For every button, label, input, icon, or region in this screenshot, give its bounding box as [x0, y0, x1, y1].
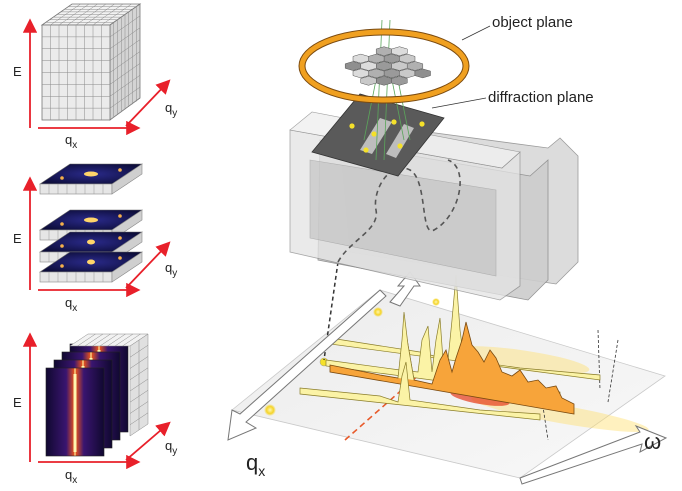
hex-cell [352, 68, 369, 79]
hex-lattice [344, 46, 431, 86]
panel1-axis-e: E [13, 64, 22, 79]
plate-spot [264, 404, 276, 416]
diffraction-slit [386, 124, 414, 158]
slab [39, 251, 143, 283]
diffraction-plane-label: diffraction plane [488, 89, 594, 106]
hex-cell [399, 53, 416, 64]
panel-axis-set [22, 18, 171, 136]
main-axes [227, 271, 668, 485]
plate-spot [432, 298, 440, 306]
object-plane [298, 28, 470, 104]
plate-spot [373, 307, 383, 317]
panel-axes [22, 18, 171, 470]
panel-axis-set [22, 332, 171, 470]
qy-axis [125, 421, 171, 461]
hex-cell [399, 68, 416, 79]
hex-cell [360, 61, 377, 71]
qy-axis [125, 241, 171, 289]
slice-cube-frame [69, 333, 149, 437]
hex-cell [383, 53, 400, 64]
detector-stack [289, 111, 579, 301]
diffraction-spot [349, 123, 355, 129]
panel-slabs [39, 163, 143, 283]
panel-cube [40, 3, 142, 121]
hex-cell [391, 76, 408, 86]
hex-cell [360, 76, 377, 86]
hex-cell [375, 76, 393, 86]
spectra [299, 274, 601, 421]
hex-cell [391, 61, 408, 71]
diffraction-spot [397, 143, 403, 149]
panel3-axis-qy: qy [165, 438, 177, 457]
diffraction-spot [363, 147, 369, 153]
panel3-axis-e: E [13, 395, 22, 410]
panel2-axis-qy: qy [165, 260, 177, 279]
hex-cell [383, 68, 400, 79]
panel-axis-set [22, 176, 171, 298]
main-axis-qx: qx [246, 450, 265, 479]
hex-cell [406, 61, 424, 71]
diffraction-plane [311, 93, 445, 177]
panel-slices [45, 333, 149, 457]
cube-grid [42, 3, 141, 120]
hex-cell [368, 53, 385, 64]
omega-axis-arrow [519, 424, 668, 485]
panel2-axis-qx: qx [65, 295, 77, 314]
hex-cell [391, 46, 408, 56]
slab [39, 163, 143, 195]
hex-cell [414, 68, 431, 79]
hex-cell [375, 46, 393, 56]
panel3-axis-qx: qx [65, 467, 77, 486]
diffraction-spot [371, 131, 377, 137]
diffraction-slit [360, 118, 392, 154]
hex-cell [375, 61, 393, 71]
main-axis-omega: ω [644, 429, 661, 454]
object-plane-label: object plane [492, 14, 573, 31]
hex-cell [368, 68, 385, 79]
panel1-axis-qy: qy [165, 100, 177, 119]
diffraction-spot [391, 119, 397, 125]
panel2-axis-e: E [13, 231, 22, 246]
diffraction-spot [419, 121, 425, 127]
panel1-axis-qx: qx [65, 132, 77, 151]
qx-axis-arrow [227, 289, 387, 441]
qy-axis [125, 79, 171, 127]
spectrum-lower [299, 361, 541, 421]
hex-cell [344, 61, 362, 71]
energy-slice [45, 367, 105, 457]
hex-cell [352, 53, 369, 64]
